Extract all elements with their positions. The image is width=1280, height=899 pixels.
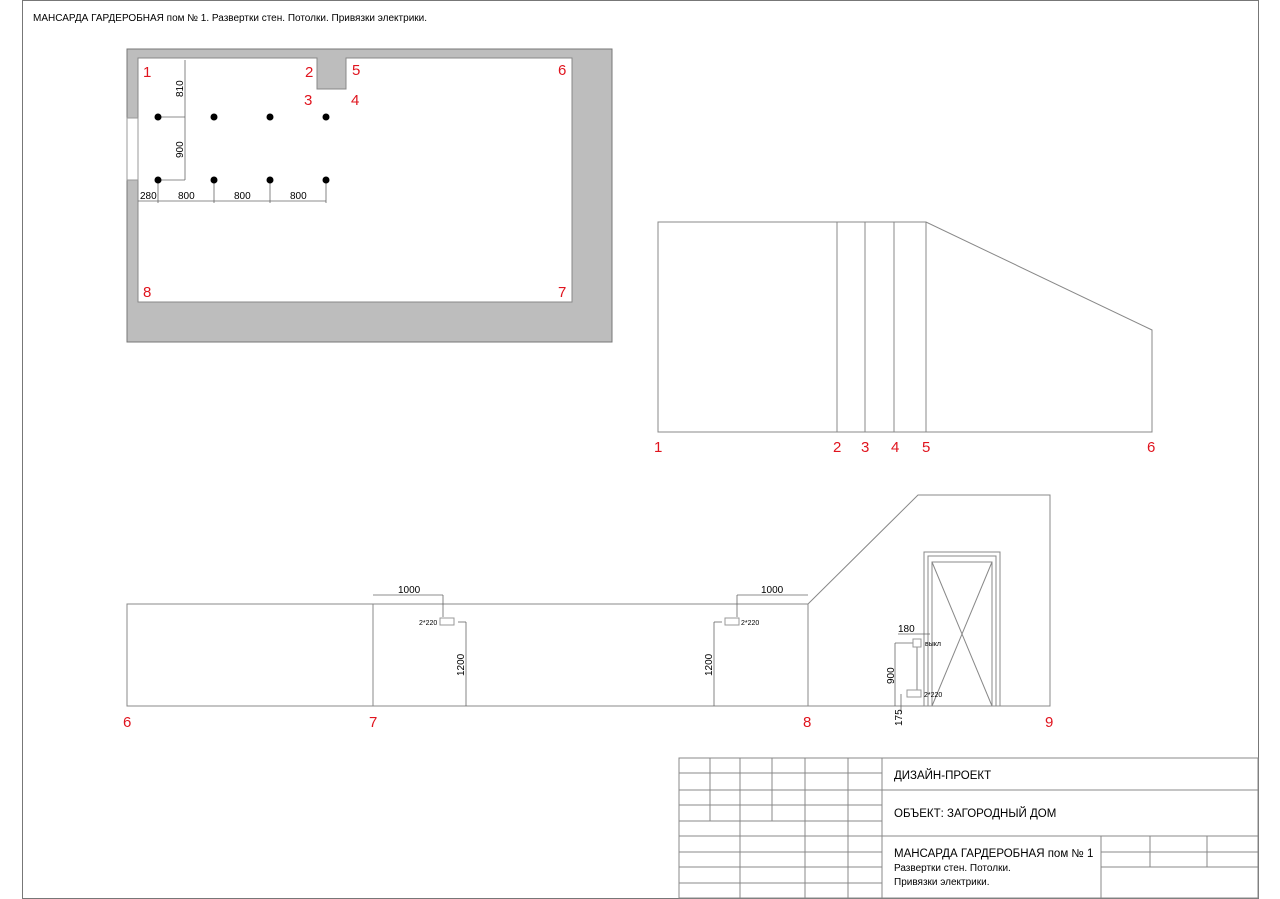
light-icon	[322, 113, 330, 121]
light-icon	[266, 176, 274, 184]
corner-label: 5	[922, 439, 930, 456]
corner-label: 3	[304, 92, 312, 109]
dim-900: 900	[175, 141, 186, 158]
light-icon	[210, 176, 218, 184]
plan-dimensions	[138, 60, 327, 203]
wall-elevation-1-6: 1 2 3 4 5 6	[654, 221, 1155, 456]
light-icon	[210, 113, 218, 121]
corner-label: 5	[352, 62, 360, 79]
dim-1000: 1000	[398, 585, 421, 596]
ceiling-lights	[154, 113, 330, 184]
corner-label: 1	[654, 439, 662, 456]
sheet-name-line3: Привязки электрики.	[894, 877, 990, 888]
wall-elevation-6-9: 1000 1000 2*220 2*220 1200 1200 180 выкл…	[123, 494, 1053, 731]
dim-800: 800	[178, 191, 195, 202]
dim-175: 175	[894, 709, 905, 726]
corner-label: 9	[1045, 714, 1053, 731]
dim-180: 180	[898, 624, 915, 635]
corner-label: 4	[351, 92, 359, 109]
dim-280: 280	[140, 191, 157, 202]
corner-label: 6	[558, 62, 566, 79]
dim-900: 900	[886, 667, 897, 684]
corner-label: 3	[861, 439, 869, 456]
switch-icon	[912, 638, 922, 648]
corner-label: 7	[369, 714, 377, 731]
project-title: ДИЗАЙН-ПРОЕКТ	[894, 769, 991, 782]
socket-label: 2*220	[924, 692, 942, 699]
dim-1200: 1200	[704, 653, 715, 676]
light-icon	[154, 176, 162, 184]
light-icon	[154, 113, 162, 121]
corner-label: 2	[833, 439, 841, 456]
dim-1200: 1200	[456, 653, 467, 676]
light-icon	[266, 113, 274, 121]
corner-label: 6	[1147, 439, 1155, 456]
sheet-name-line1: МАНСАРДА ГАРДЕРОБНАЯ пом № 1	[894, 848, 1093, 860]
room-floor	[137, 57, 573, 303]
door	[923, 551, 1001, 707]
socket-label: 2*220	[419, 620, 437, 627]
switch-label: выкл	[925, 641, 941, 648]
window-opening	[126, 117, 139, 181]
socket-label: 2*220	[741, 620, 759, 627]
double-socket-icon	[906, 689, 922, 698]
dim-800: 800	[234, 191, 251, 202]
double-socket-icon	[439, 617, 455, 626]
dim-800: 800	[290, 191, 307, 202]
corner-label: 4	[891, 439, 899, 456]
corner-label: 8	[803, 714, 811, 731]
dim-810: 810	[175, 80, 186, 97]
corner-label: 8	[143, 284, 151, 301]
title-block	[678, 757, 1259, 899]
corner-label: 6	[123, 714, 131, 731]
dim-1000: 1000	[761, 585, 784, 596]
corner-label: 1	[143, 64, 151, 81]
sheet-name-line2: Развертки стен. Потолки.	[894, 863, 1011, 874]
double-socket-icon	[724, 617, 740, 626]
light-icon	[322, 176, 330, 184]
corner-label: 2	[305, 64, 313, 81]
corner-label: 7	[558, 284, 566, 301]
ceiling-plan: 810 900 280 800 800 800 1 2 3 4 5 6 7 8	[126, 48, 613, 343]
sheet-title: МАНСАРДА ГАРДЕРОБНАЯ пом № 1. Развертки …	[33, 13, 427, 24]
object-title: ОБЪЕКТ: ЗАГОРОДНЫЙ ДОМ	[894, 807, 1056, 820]
